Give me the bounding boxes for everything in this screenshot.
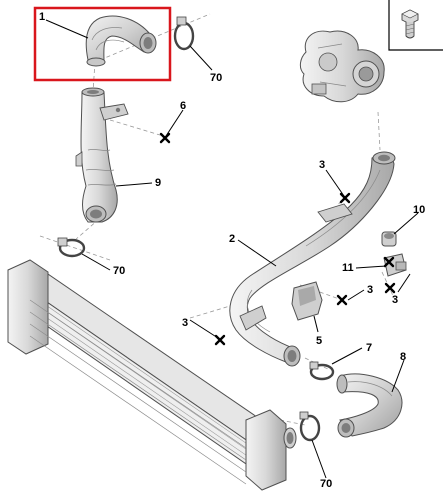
part-1-upper-hose[interactable] xyxy=(85,15,157,67)
highlight-box xyxy=(33,6,172,82)
turbocharger[interactable] xyxy=(299,30,385,103)
callout-7: 7 xyxy=(366,342,372,354)
callout-70-top: 70 xyxy=(210,72,222,84)
part-9-air-pipe[interactable] xyxy=(75,87,129,223)
part-7-clamp[interactable] xyxy=(309,361,335,381)
part-8-short-hose[interactable] xyxy=(336,373,403,438)
callout-3-left: 3 xyxy=(182,317,188,329)
part-70-clamp-bottom[interactable] xyxy=(299,411,321,442)
callout-70-bottom: 70 xyxy=(320,478,332,490)
part-2-long-pipe[interactable] xyxy=(229,151,396,367)
part-70-clamp-middle[interactable] xyxy=(57,237,86,258)
callout-6: 6 xyxy=(180,100,186,112)
callout-3-right: 3 xyxy=(392,294,398,306)
bolt-inset xyxy=(388,0,443,51)
callout-9: 9 xyxy=(155,177,161,189)
callout-1: 1 xyxy=(39,11,45,23)
callout-10: 10 xyxy=(413,204,425,216)
callout-3-upper: 3 xyxy=(319,159,325,171)
callout-8: 8 xyxy=(400,351,406,363)
part-10-clip[interactable] xyxy=(381,231,397,247)
callout-70-middle: 70 xyxy=(113,265,125,277)
part-5-support-bracket[interactable] xyxy=(291,281,323,321)
callout-2: 2 xyxy=(229,233,235,245)
bolt-icon xyxy=(401,9,419,39)
part-70-clamp-top[interactable] xyxy=(173,16,195,51)
part-11-bracket[interactable] xyxy=(383,253,407,277)
callout-11: 11 xyxy=(342,262,354,274)
intercooler[interactable] xyxy=(7,259,297,491)
screw-x-marker-icon xyxy=(159,132,396,346)
callout-3-bracket: 3 xyxy=(367,284,373,296)
leader-lines xyxy=(45,19,419,479)
callout-labels: 1 70 6 9 70 3 2 10 11 3 3 3 5 7 8 70 xyxy=(39,11,425,490)
callout-5: 5 xyxy=(316,335,322,347)
